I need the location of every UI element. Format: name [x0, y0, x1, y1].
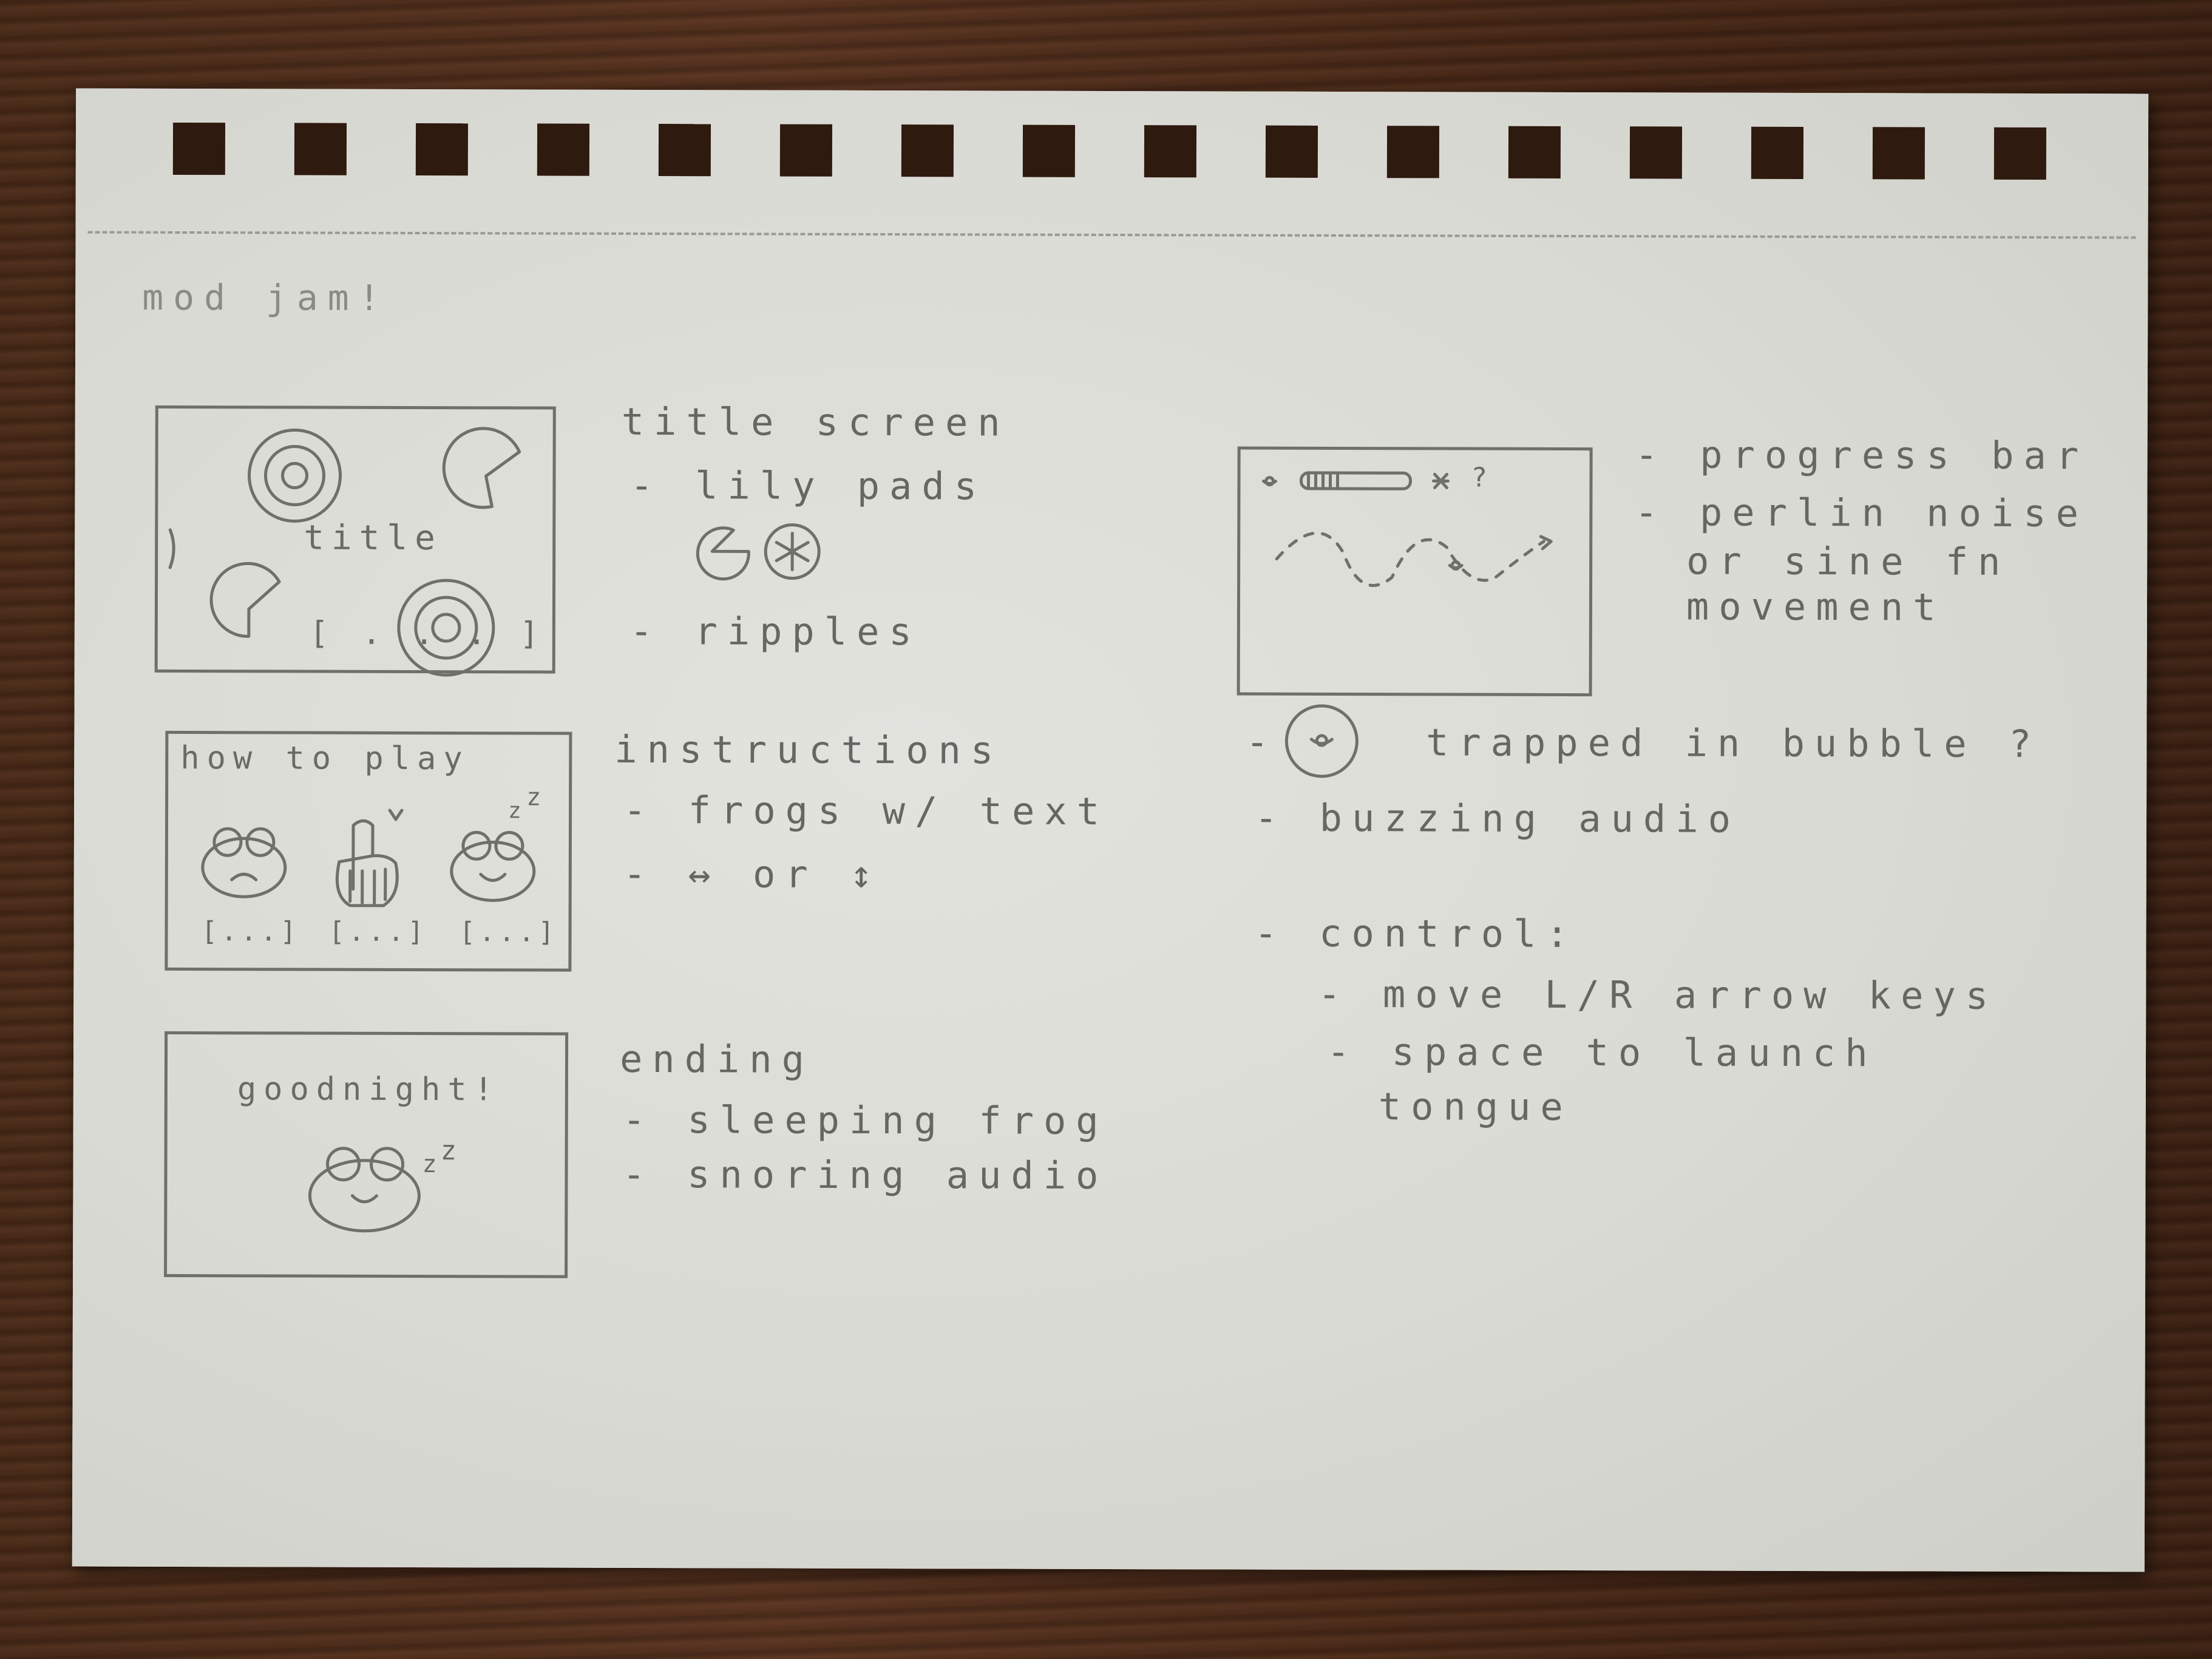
instructions-item: - frogs w/ text	[623, 787, 1110, 833]
buzzing-note: - buzzing audio	[1254, 795, 1741, 841]
binding-hole	[1629, 126, 1683, 179]
binding-hole	[1508, 126, 1561, 178]
gameplay-item: or sine fn	[1686, 538, 2010, 584]
bug-in-bubble-sketch	[1284, 704, 1359, 778]
ending-item: - sleeping frog	[622, 1097, 1108, 1143]
gameplay-hud-sketch	[1262, 471, 1553, 587]
controls-heading: - control:	[1254, 911, 1578, 957]
caption-placeholder: [...]	[328, 916, 428, 948]
ending-item: - snoring audio	[622, 1152, 1108, 1198]
title-screen-item: - ripples	[629, 608, 921, 654]
bubble-note: - trapped in bubble ?	[1246, 719, 2041, 767]
instructions-sketch: how to play z z [...] [...] [...]	[165, 730, 572, 972]
snore-z: z	[526, 783, 549, 812]
binding-hole	[1993, 127, 2047, 180]
binding-hole	[294, 123, 347, 175]
gameplay-item: - progress bar	[1635, 432, 2089, 478]
controls-item: tongue	[1378, 1084, 1573, 1129]
binding-hole	[1386, 126, 1440, 178]
instructions-heading: instructions	[614, 727, 1003, 773]
notebook-page: mod jam! title [ . . . ] title screen - …	[72, 88, 2149, 1572]
gameplay-item: - perlin noise	[1635, 490, 2089, 536]
frog-sketches	[201, 809, 536, 908]
snore-z: z	[440, 1135, 464, 1167]
gameplay-sketch: ?	[1237, 446, 1593, 697]
binding-hole	[901, 124, 954, 177]
instructions-item: - ↔ or ↕	[623, 851, 883, 897]
binding-hole	[537, 123, 590, 176]
title-screen-heading: title screen	[621, 399, 1010, 445]
ending-sketch: goodnight! z z	[164, 1031, 569, 1278]
binding-hole	[658, 124, 711, 177]
hud-question-mark: ?	[1471, 462, 1495, 494]
ending-heading: ending	[619, 1036, 815, 1082]
controls-item: - space to launch	[1326, 1029, 1878, 1076]
snore-z: z	[508, 798, 529, 824]
binding-hole	[1144, 125, 1197, 178]
title-label: title	[304, 518, 443, 558]
perforation-line	[87, 231, 2136, 239]
title-screen-sketch: title [ . . . ]	[154, 405, 556, 677]
binding-hole	[1872, 127, 1925, 180]
gameplay-item: movement	[1686, 584, 1946, 629]
caption-placeholder: [...]	[459, 917, 558, 948]
binding-hole	[1022, 124, 1076, 177]
binding-hole	[172, 122, 226, 175]
lily-pad-examples	[696, 523, 821, 581]
binding-hole	[1751, 126, 1804, 179]
sleeping-frog-sketch	[308, 1147, 421, 1233]
controls-item: - move L/R arrow keys	[1318, 971, 1998, 1018]
page-title: mod jam!	[142, 276, 390, 319]
binding-hole	[1265, 125, 1318, 178]
start-button-sketch: [ . . . ]	[309, 615, 546, 653]
title-screen-item: - lily pads	[630, 463, 987, 509]
binding-hole	[415, 123, 469, 176]
caption-placeholder: [...]	[201, 916, 300, 948]
binding-hole	[779, 124, 833, 177]
lily-pad-sketches	[168, 427, 521, 677]
